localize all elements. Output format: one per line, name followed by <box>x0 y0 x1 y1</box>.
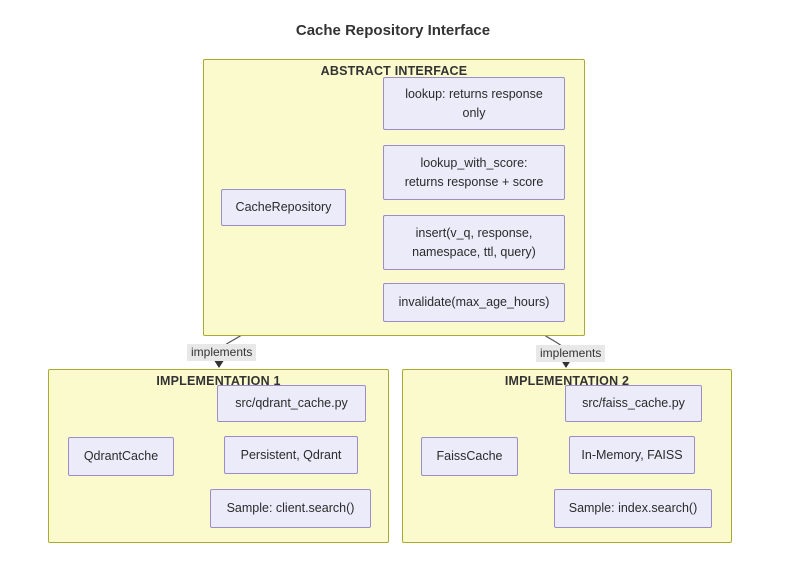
node-invalidate: invalidate(max_age_hours) <box>383 283 565 322</box>
node-lookup-with-score: lookup_with_score: returns response + sc… <box>383 145 565 200</box>
cluster-abstract-interface: ABSTRACT INTERFACE CacheRepository looku… <box>203 59 585 336</box>
arrowhead-implements-right <box>561 361 571 368</box>
node-lookup-with-score-line-1: lookup_with_score: <box>420 155 528 170</box>
node-lookup-line-2: only <box>462 105 486 120</box>
cluster-abstract-interface-label: ABSTRACT INTERFACE <box>320 64 468 78</box>
diagram-title: Cache Repository Interface <box>295 22 491 39</box>
cluster-implementation-1: IMPLEMENTATION 1 QdrantCache src/qdrant_… <box>48 369 389 543</box>
node-qdrant-cache-label: QdrantCache <box>83 449 159 464</box>
node-faiss-cache-label: FaissCache <box>436 449 503 464</box>
node-qdrant-persistence-label: Persistent, Qdrant <box>240 447 342 462</box>
node-qdrant-sample-label: Sample: client.search() <box>226 501 355 516</box>
arrowhead-implements-left <box>214 361 224 368</box>
node-faiss-sample: Sample: index.search() <box>554 489 712 528</box>
node-invalidate-label: invalidate(max_age_hours) <box>398 295 550 310</box>
node-faiss-src-file-label: src/faiss_cache.py <box>582 396 685 411</box>
node-faiss-sample-label: Sample: index.search() <box>568 501 698 516</box>
node-faiss-persistence-label: In-Memory, FAISS <box>581 447 683 462</box>
node-qdrant-src-file: src/qdrant_cache.py <box>217 385 366 422</box>
node-qdrant-src-file-label: src/qdrant_cache.py <box>235 396 348 411</box>
node-faiss-cache: FaissCache <box>421 437 518 476</box>
node-faiss-src-file: src/faiss_cache.py <box>565 385 702 422</box>
node-qdrant-persistence: Persistent, Qdrant <box>224 436 358 474</box>
cluster-implementation-2-label: IMPLEMENTATION 2 <box>504 374 630 388</box>
node-qdrant-cache: QdrantCache <box>68 437 174 476</box>
cluster-implementation-2: IMPLEMENTATION 2 FaissCache src/faiss_ca… <box>402 369 732 543</box>
node-faiss-persistence: In-Memory, FAISS <box>569 436 695 474</box>
node-insert-line-1: insert(v_q, response, <box>415 225 533 240</box>
node-lookup-with-score-line-2: returns response + score <box>404 174 544 189</box>
node-insert: insert(v_q, response, namespace, ttl, qu… <box>383 215 565 270</box>
node-qdrant-sample: Sample: client.search() <box>210 489 371 528</box>
node-lookup: lookup: returns response only <box>383 77 565 130</box>
edge-label-implements-right: implements <box>536 345 606 362</box>
node-cache-repository: CacheRepository <box>221 189 346 226</box>
edge-label-implements-left: implements <box>187 344 257 361</box>
cluster-implementation-1-label: IMPLEMENTATION 1 <box>156 374 281 388</box>
node-lookup-line-1: lookup: returns response <box>405 86 543 101</box>
node-insert-line-2: namespace, ttl, query) <box>412 244 536 259</box>
node-cache-repository-label: CacheRepository <box>235 200 332 215</box>
